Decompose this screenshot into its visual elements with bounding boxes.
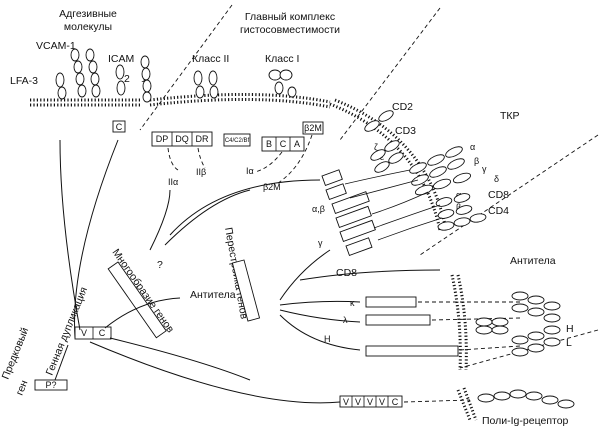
antibody-section: κ λ H H L <box>324 291 574 357</box>
tcr-alpha: α <box>470 142 475 152</box>
icam-2-label: 2 <box>124 73 130 85</box>
alpha-beta-label: α,β <box>312 204 325 214</box>
membrane-mhc <box>149 92 331 104</box>
gene-b: B <box>266 139 272 149</box>
gene-dr: DR <box>196 134 209 144</box>
question-mark: ? <box>157 259 163 271</box>
class1-gene-cluster <box>261 136 305 152</box>
tcr-delta: δ <box>494 174 499 184</box>
cd4-label: CD4 <box>488 205 509 217</box>
class2-label: Класс II <box>192 53 229 65</box>
b2m-label: β2M <box>263 182 281 192</box>
ancestral-gene-box <box>34 379 68 391</box>
light-chain-label: L <box>566 337 572 349</box>
rearranged-gene-box <box>231 259 261 322</box>
membranes <box>30 92 478 421</box>
adhesion-title-line2: молекулы <box>64 21 112 33</box>
ancestral-gene-label: P? <box>45 380 56 390</box>
gene-a: A <box>294 139 300 149</box>
i-alpha-label: Iα <box>246 166 254 176</box>
tcr-beta: β <box>474 156 479 166</box>
poly-gene-c: C <box>392 397 399 407</box>
mhc-title-line2: гистосовместимости <box>240 24 340 36</box>
mhc-section: Класс II Класс I DP DQ DR C4/C2/Bf B C A… <box>151 53 324 192</box>
tcr-section: CD2 CD3 CD8 CD4 α β γ δ α β ζ ε <box>312 101 509 279</box>
complement-gene-box <box>223 133 251 147</box>
membrane-poly-inner <box>462 387 478 421</box>
membrane-antibody-inner <box>456 274 468 371</box>
b2m-gene-label: β2M <box>304 123 322 133</box>
ii-beta-label: IIβ <box>196 167 206 177</box>
membrane-tcr-outer <box>334 98 448 231</box>
kappa-label: κ <box>350 298 355 308</box>
class1-label: Класс I <box>265 53 299 65</box>
icam-label: ICAM <box>108 53 134 65</box>
gene-dp: DP <box>156 134 169 144</box>
gene-c: C <box>280 139 287 149</box>
membrane-antibody <box>450 274 462 371</box>
cd2-label: CD2 <box>392 101 413 113</box>
ancestral-label-line1: Предковый <box>0 326 31 381</box>
tcr-gamma: γ <box>482 164 487 174</box>
diversity-gene-cluster <box>107 261 167 339</box>
h-gene-label: H <box>324 334 331 344</box>
cd3-zeta: ζ <box>374 142 378 152</box>
vcam1-label: VCAM-1 <box>36 40 76 52</box>
cd8-mid-label: CD8 <box>336 267 357 279</box>
ii-alpha-label: IIα <box>168 177 178 187</box>
poly-gene-v2: V <box>355 397 361 407</box>
icam-c-gene-label: C <box>116 122 123 132</box>
complement-gene-label: C4/C2/Bf <box>225 138 250 144</box>
heavy-chain-label: H <box>566 323 574 335</box>
gene-dq: DQ <box>175 134 189 144</box>
poly-gene-cluster <box>339 395 403 408</box>
mhc-title-line1: Главный комплекс <box>245 11 335 23</box>
poly-ig-receptor-label: Поли-Ig-рецептор <box>482 415 569 427</box>
poly-ig-section: V V V V C <box>339 389 575 409</box>
gamma-gene-label: γ <box>318 238 323 248</box>
class2-gene-cluster <box>151 131 213 147</box>
divider-adhesion-mhc <box>139 4 233 131</box>
cd8-right-label: CD8 <box>488 189 509 201</box>
b2m-gene-box <box>302 121 324 135</box>
membrane-poly <box>456 389 472 421</box>
diversity-label: Многообразие генов <box>110 247 177 336</box>
antibodies-title: Антитела <box>510 255 556 267</box>
adhesion-title-line1: Адгезивные <box>59 8 117 20</box>
duplicated-gene-v: V <box>81 328 87 338</box>
divider-mhc-tcr <box>339 7 441 141</box>
cd3-label: CD3 <box>395 125 416 137</box>
duplicated-gene-c: C <box>99 328 106 338</box>
antibodies-mid-label: Антитела <box>190 289 236 301</box>
ancestral-label-line2: ген <box>14 378 31 397</box>
poly-gene-v3: V <box>367 397 373 407</box>
lambda-label: λ <box>343 315 348 325</box>
membrane-mhc-inner <box>149 97 331 109</box>
evolution-tree: P? Предковый ген V C Генная дупликация М… <box>0 139 441 404</box>
poly-gene-v4: V <box>379 397 385 407</box>
cd8-beta: β <box>456 202 461 212</box>
icam-c-gene-box <box>112 120 126 133</box>
poly-gene-v1: V <box>343 397 349 407</box>
adhesion-molecules: VCAM-1 ICAM LFA-3 2 1 C <box>10 40 152 133</box>
lfa3-label: LFA-3 <box>10 75 38 87</box>
tkr-title: ТКР <box>500 110 520 122</box>
divider-tcr-antibody <box>419 134 599 256</box>
